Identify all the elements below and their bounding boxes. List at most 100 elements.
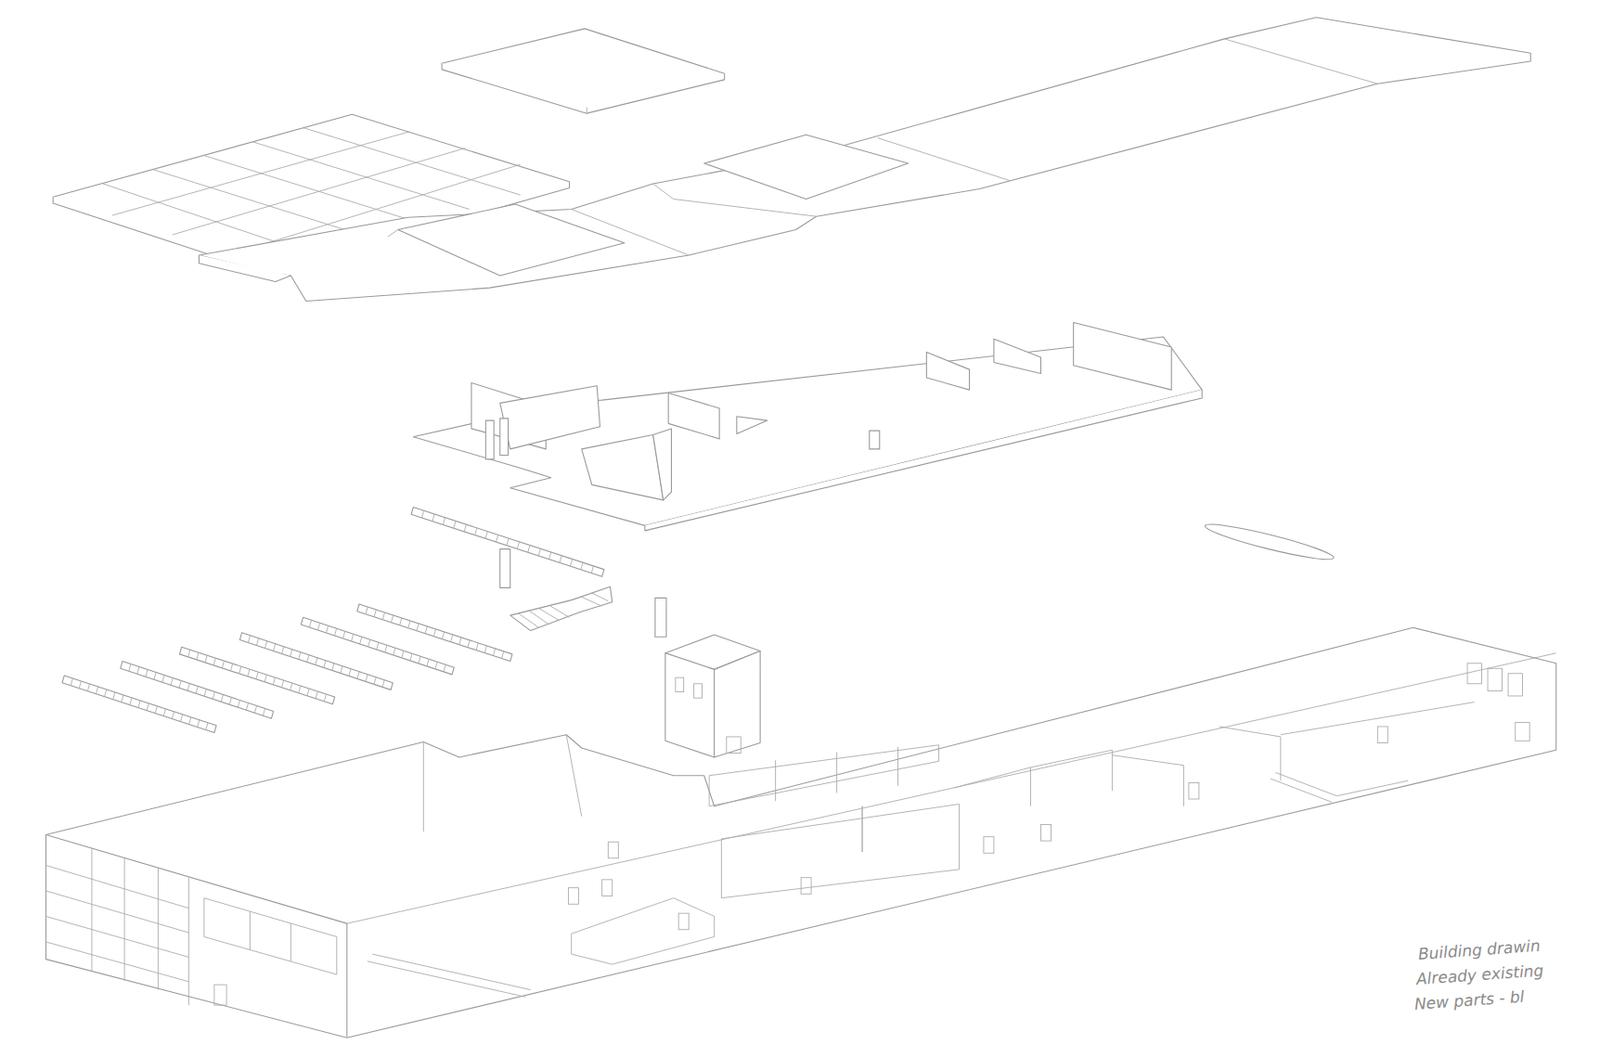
beam-hatch bbox=[104, 689, 107, 697]
beam-hatch bbox=[390, 615, 393, 623]
beam-hatch bbox=[162, 675, 165, 684]
beam-hatch bbox=[163, 709, 166, 717]
beam-hatch bbox=[205, 655, 207, 663]
beam-hatch bbox=[400, 618, 402, 626]
beam-hatch bbox=[464, 524, 466, 532]
beam-hatch bbox=[442, 517, 445, 526]
beam-hatch bbox=[171, 711, 174, 720]
beam-hatch bbox=[335, 628, 337, 636]
beam-hatch bbox=[368, 639, 371, 647]
beam-hatch bbox=[264, 674, 267, 683]
handwritten-note: Already existing bbox=[1415, 960, 1545, 989]
beam-hatch bbox=[195, 686, 198, 695]
beam-hatch bbox=[549, 552, 552, 560]
beam-hatch bbox=[451, 634, 453, 643]
beam-hatch bbox=[137, 667, 140, 675]
beam-hatch bbox=[475, 528, 478, 536]
beam-hatch bbox=[197, 720, 200, 728]
beam-hatch bbox=[206, 722, 208, 731]
beam-hatch bbox=[282, 646, 284, 655]
beam-hatch bbox=[70, 678, 73, 686]
beam-hatch bbox=[426, 658, 429, 667]
beam-hatch bbox=[129, 664, 131, 672]
beam-hatch bbox=[315, 691, 318, 699]
beam-hatch bbox=[189, 717, 192, 725]
beam-hatch bbox=[323, 694, 326, 702]
beam-hatch bbox=[432, 514, 435, 522]
beam-hatch bbox=[196, 652, 199, 660]
beam-hatch bbox=[502, 651, 504, 659]
beam-hatch bbox=[220, 694, 223, 702]
beam-hatch bbox=[453, 520, 456, 529]
beam-hatch bbox=[239, 666, 242, 674]
beam-hatch bbox=[382, 612, 385, 620]
beam-hatch bbox=[129, 697, 132, 706]
beam-hatch bbox=[382, 680, 385, 688]
beam-hatch bbox=[146, 703, 149, 711]
beam-hatch bbox=[376, 642, 379, 650]
beam-hatch bbox=[385, 645, 388, 653]
beam-hatch bbox=[365, 674, 368, 683]
beam-hatch bbox=[357, 671, 360, 680]
beam-hatch bbox=[188, 649, 191, 658]
handwritten-note: Building drawin bbox=[1417, 936, 1541, 964]
beam-hatch bbox=[569, 558, 572, 567]
beam-hatch bbox=[154, 706, 157, 714]
beam-hatch bbox=[87, 683, 90, 692]
beam-hatch bbox=[484, 645, 487, 654]
beam-hatch bbox=[298, 652, 301, 660]
beam-hatch bbox=[272, 677, 275, 685]
beam-hatch bbox=[256, 638, 259, 646]
beam-hatch bbox=[213, 658, 216, 666]
beam-hatch bbox=[95, 686, 98, 695]
beam-hatch bbox=[281, 680, 284, 688]
beam-hatch bbox=[325, 625, 328, 633]
beam-hatch bbox=[506, 538, 509, 546]
beam-hatch bbox=[204, 689, 207, 697]
beam-hatch bbox=[410, 653, 413, 661]
beam-hatch bbox=[467, 640, 470, 648]
beam-hatch bbox=[408, 620, 411, 629]
beam-hatch bbox=[138, 700, 141, 709]
beam-hatch bbox=[401, 650, 404, 659]
beam-hatch bbox=[516, 541, 519, 550]
beam-hatch bbox=[170, 678, 173, 686]
beam-hatch bbox=[154, 672, 156, 681]
beam-hatch bbox=[393, 647, 396, 656]
beam-hatch bbox=[422, 510, 425, 518]
beam-hatch bbox=[425, 626, 427, 634]
beam-hatch bbox=[351, 633, 354, 642]
beam-hatch bbox=[121, 695, 124, 703]
beam-hatch bbox=[441, 632, 444, 640]
beam-hatch bbox=[221, 660, 224, 669]
beam-hatch bbox=[443, 664, 446, 672]
beam-hatch bbox=[538, 548, 541, 556]
beam-hatch bbox=[187, 683, 190, 692]
beam-hatch bbox=[307, 655, 310, 663]
beam-hatch bbox=[343, 631, 346, 639]
beam-hatch bbox=[273, 644, 276, 652]
beam-hatch bbox=[332, 663, 335, 671]
beam-hatch bbox=[230, 663, 233, 671]
beam-hatch bbox=[309, 619, 311, 628]
beam-hatch bbox=[179, 681, 181, 689]
beam-hatch bbox=[256, 671, 259, 680]
beam-hatch bbox=[418, 656, 421, 664]
beam-hatch bbox=[495, 534, 498, 542]
beam-hatch bbox=[459, 637, 462, 646]
beam-hatch bbox=[265, 641, 268, 649]
beam-hatch bbox=[485, 531, 488, 540]
beam-hatch bbox=[254, 705, 257, 713]
beam-hatch bbox=[476, 643, 478, 651]
beam-hatch bbox=[298, 685, 301, 694]
beam-hatch bbox=[435, 661, 438, 670]
beam-hatch bbox=[245, 702, 248, 710]
beam-hatch bbox=[290, 649, 293, 658]
beam-hatch bbox=[492, 648, 495, 657]
beam-hatch bbox=[229, 696, 232, 705]
beam-hatch bbox=[212, 692, 215, 700]
beam-hatch bbox=[247, 669, 250, 677]
beam-hatch bbox=[580, 562, 583, 570]
beam-hatch bbox=[315, 658, 318, 666]
